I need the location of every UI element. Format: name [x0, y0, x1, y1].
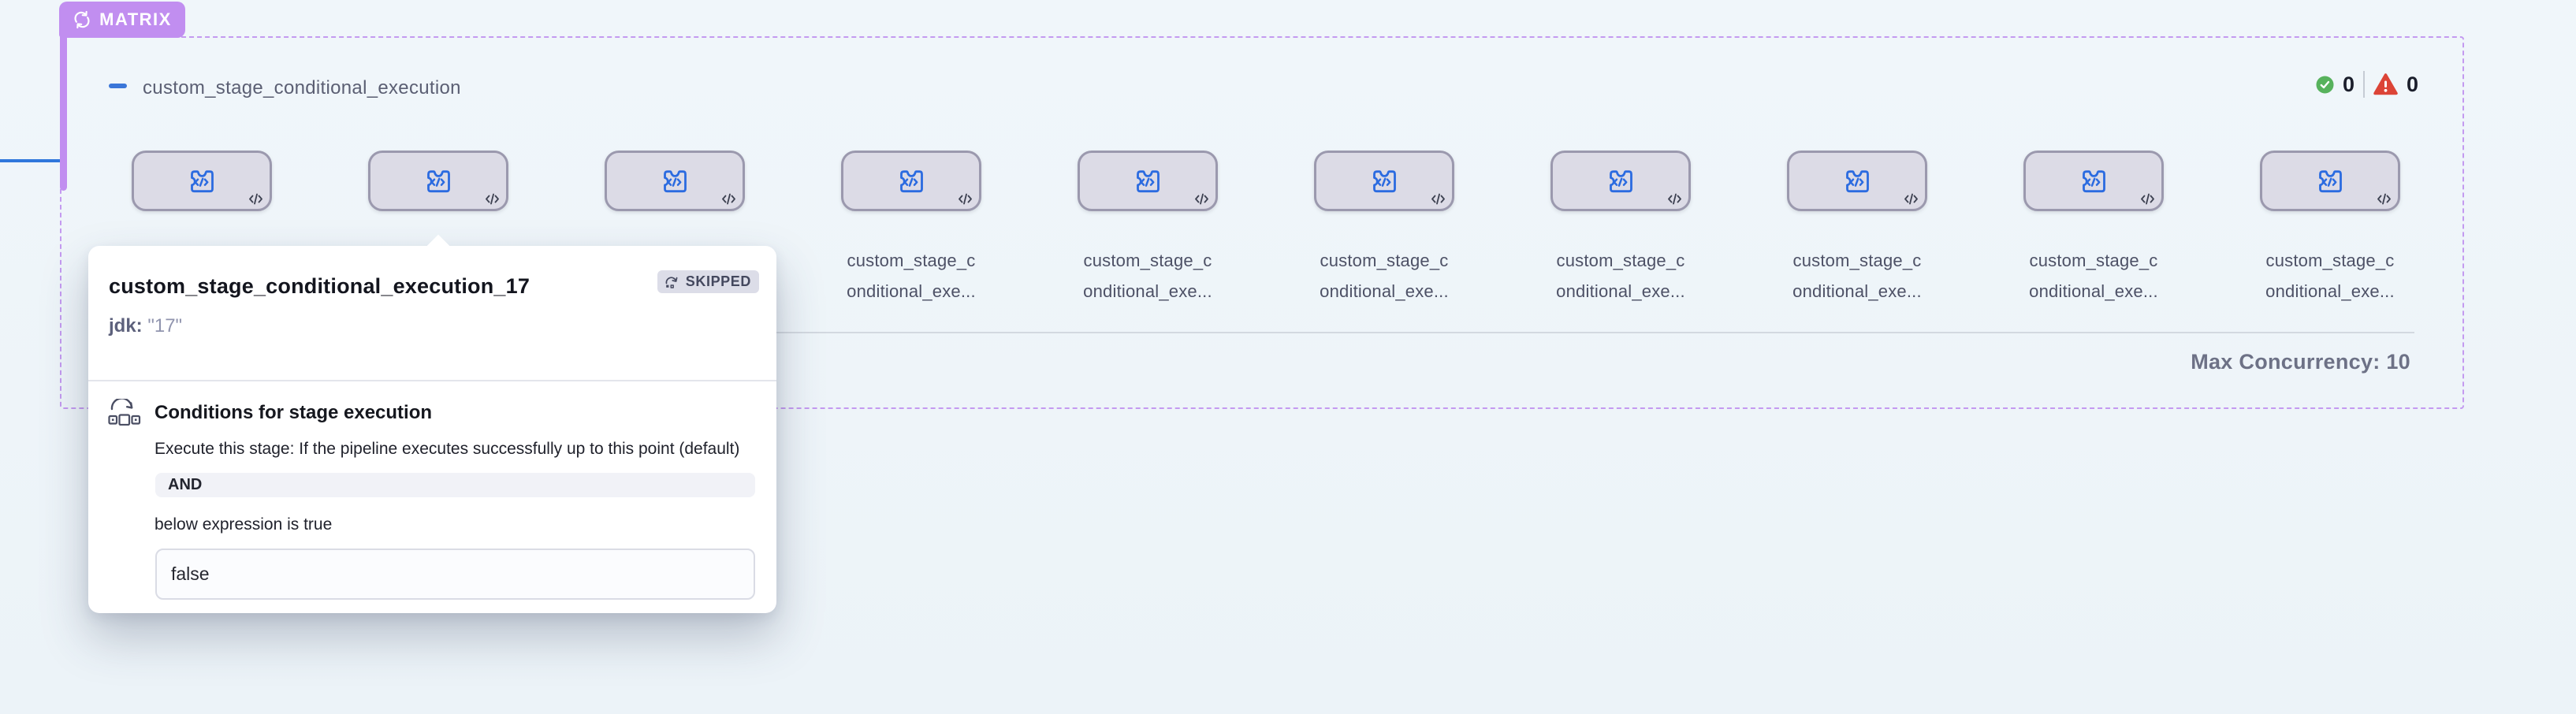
code-icon	[959, 193, 972, 205]
matrix-badge-label: MATRIX	[99, 9, 172, 29]
success-count[interactable]: 0	[2343, 72, 2355, 96]
stage-label-line1: custom_stage_c	[1792, 251, 1922, 270]
matrix-group-container	[60, 36, 2464, 409]
stage-label: custom_stage_c onditional_exe...	[1052, 245, 1244, 307]
stage-card[interactable]	[1787, 151, 1927, 211]
status-badge: SKIPPED	[657, 270, 759, 293]
loop-icon	[74, 10, 90, 29]
stage-node[interactable]: custom_stage_c onditional_exe...	[1787, 151, 1927, 308]
conditional-execution-icon	[108, 399, 141, 426]
stage-card[interactable]	[2260, 151, 2400, 211]
stage-label-line1: custom_stage_c	[1556, 251, 1685, 270]
stage-card[interactable]	[1078, 151, 1218, 211]
stage-details-popover: custom_stage_conditional_execution_17 SK…	[88, 246, 776, 613]
code-icon	[249, 193, 262, 205]
error-warning-icon	[2373, 73, 2398, 95]
stage-label-line2: onditional_exe...	[1792, 281, 1922, 301]
stage-label-line2: onditional_exe...	[2265, 281, 2395, 301]
code-icon	[2141, 193, 2154, 205]
stage-label-line1: custom_stage_c	[1083, 251, 1212, 270]
stage-label: custom_stage_c onditional_exe...	[815, 245, 1007, 307]
custom-stage-icon	[664, 169, 687, 192]
code-icon	[1668, 193, 1681, 205]
custom-stage-icon	[191, 169, 214, 192]
code-icon	[486, 193, 499, 205]
matrix-group-title: custom_stage_conditional_execution	[143, 77, 461, 99]
stage-label: custom_stage_c onditional_exe...	[1524, 245, 1717, 307]
stage-card[interactable]	[368, 151, 508, 211]
stage-label-line2: onditional_exe...	[1556, 281, 1685, 301]
skipped-icon	[665, 276, 678, 288]
stage-card[interactable]	[1314, 151, 1454, 211]
status-badge-label: SKIPPED	[685, 273, 751, 289]
stage-node[interactable]: custom_stage_c onditional_exe...	[2260, 151, 2400, 308]
stage-label-line2: onditional_exe...	[847, 281, 976, 301]
collapse-button[interactable]	[109, 84, 127, 88]
code-icon	[722, 193, 735, 205]
stage-node[interactable]: custom_stage_c onditional_exe...	[1078, 151, 1218, 308]
stage-label-line1: custom_stage_c	[1320, 251, 1449, 270]
stage-card[interactable]	[605, 151, 745, 211]
stage-label-line1: custom_stage_c	[2265, 251, 2395, 270]
stage-node[interactable]: custom_stage_c onditional_exe...	[2023, 151, 2164, 308]
matrix-variable-line: jdk: "17"	[109, 315, 182, 337]
status-counters: 0 0	[2316, 71, 2419, 98]
conditions-heading: Conditions for stage execution	[154, 402, 433, 423]
stage-label: custom_stage_c onditional_exe...	[2234, 245, 2426, 307]
stage-label-line1: custom_stage_c	[847, 251, 976, 270]
stage-label-line2: onditional_exe...	[1083, 281, 1212, 301]
matrix-badge[interactable]: MATRIX	[59, 2, 185, 38]
expression-field: false	[155, 549, 755, 600]
code-icon	[1195, 193, 1208, 205]
stage-label: custom_stage_c onditional_exe...	[1288, 245, 1480, 307]
stage-label: custom_stage_c onditional_exe...	[1761, 245, 1953, 307]
stage-label-line2: onditional_exe...	[2029, 281, 2158, 301]
stage-node[interactable]: custom_stage_c onditional_exe...	[1314, 151, 1454, 308]
custom-stage-icon	[2083, 169, 2105, 192]
stage-label-line1: custom_stage_c	[2029, 251, 2158, 270]
operator-bar: AND	[155, 473, 755, 497]
variable-value: "17"	[147, 315, 183, 337]
expression-value: false	[171, 563, 210, 584]
success-check-icon	[2316, 76, 2334, 93]
footer-divider	[111, 332, 2414, 333]
custom-stage-icon	[427, 169, 450, 192]
stage-label-line2: onditional_exe...	[1320, 281, 1449, 301]
custom-stage-icon	[1846, 169, 1869, 192]
popover-stage-title: custom_stage_conditional_execution_17	[109, 274, 530, 298]
stage-card[interactable]	[132, 151, 272, 211]
stage-node[interactable]: custom_stage_c onditional_exe...	[841, 151, 981, 308]
max-concurrency-label: Max Concurrency: 10	[2191, 350, 2410, 374]
custom-stage-icon	[1610, 169, 1632, 192]
stage-card[interactable]	[1550, 151, 1691, 211]
variable-name: jdk:	[109, 315, 143, 337]
custom-stage-icon	[1373, 169, 1396, 192]
custom-stage-icon	[1137, 169, 1160, 192]
conditions-description: Execute this stage: If the pipeline exec…	[154, 440, 740, 458]
pipeline-connector-line	[0, 159, 62, 162]
stage-card[interactable]	[841, 151, 981, 211]
stage-label: custom_stage_c onditional_exe...	[1997, 245, 2190, 307]
stage-node[interactable]: custom_stage_c onditional_exe...	[1550, 151, 1691, 308]
matrix-left-accent-bar	[60, 36, 67, 191]
failed-count[interactable]: 0	[2407, 72, 2419, 96]
custom-stage-icon	[900, 169, 923, 192]
code-icon	[2377, 193, 2391, 205]
code-icon	[1904, 193, 1918, 205]
stage-card[interactable]	[2023, 151, 2164, 211]
popover-divider	[88, 380, 776, 381]
operator-label: AND	[168, 476, 203, 493]
status-divider	[2363, 71, 2366, 98]
custom-stage-icon	[2319, 169, 2342, 192]
conditions-subtext: below expression is true	[154, 515, 333, 534]
code-icon	[1431, 193, 1445, 205]
